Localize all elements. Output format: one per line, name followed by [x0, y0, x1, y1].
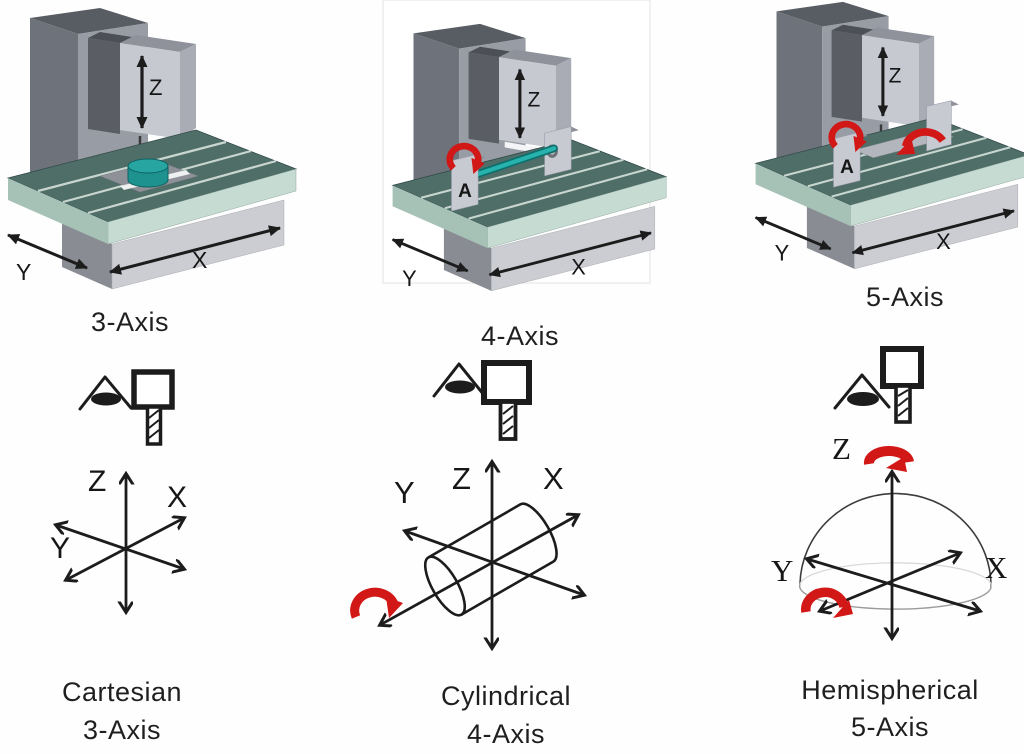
z-axis-label: Z — [528, 89, 541, 112]
c-axis-rotation-arrow — [863, 445, 914, 472]
x-axis-label: X — [167, 481, 187, 514]
tool-icon — [481, 360, 532, 441]
machine-4-axis-caption: 4-Axis — [480, 321, 559, 351]
machine-3-axis-illustration: Z X Y — [6, 8, 298, 290]
z-axis-arrow: Z — [877, 46, 902, 117]
machine-5-axis-caption: 5-Axis — [865, 282, 944, 312]
z-axis-label: Z — [889, 65, 902, 88]
y-axis-line — [405, 531, 584, 595]
eye-icon — [78, 375, 133, 411]
z-axis-label: Z — [832, 431, 851, 466]
machine-4-axis-illustration: A Z X Y — [382, 0, 668, 292]
z-axis-arrow: Z — [136, 55, 162, 129]
rotary-axis-assembly: A — [446, 126, 579, 212]
y-axis-arrow: Y — [7, 233, 88, 285]
cylindrical-name-caption: Cylindrical — [440, 681, 572, 711]
spindle-head — [468, 46, 572, 154]
a-axis-label: A — [458, 181, 472, 202]
x-axis-label: X — [571, 255, 586, 280]
z-axis-label: Z — [88, 465, 106, 498]
cylindrical-coordinate-diagram: Z X Y — [350, 360, 605, 667]
b-axis-rotation-arrow — [896, 128, 946, 155]
x-axis-label: X — [936, 229, 951, 254]
x-axis-label: X — [985, 550, 1007, 585]
hemispherical-name-caption: Hemispherical — [801, 675, 979, 705]
x-axis-arrow: X — [488, 230, 652, 280]
cylindrical-axis-count-caption: 4-Axis — [466, 719, 545, 749]
a-axis-rotation-arrow — [801, 587, 853, 618]
x-axis-label: X — [192, 247, 207, 273]
eye-icon — [833, 373, 891, 410]
x-axis-arrow: X — [851, 208, 1015, 256]
trunnion-assembly: A — [828, 100, 959, 188]
y-axis-label: Y — [771, 553, 793, 588]
z-axis-label: Z — [452, 461, 471, 496]
y-axis-label: Y — [16, 259, 31, 285]
y-axis-label: Y — [402, 266, 417, 291]
y-axis-line — [56, 525, 184, 569]
z-axis-label: Z — [149, 75, 162, 100]
machine-5-axis-illustration: A Z X Y — [754, 1, 1024, 270]
x-axis-arrow: X — [109, 225, 281, 275]
a-axis-label: A — [840, 157, 854, 178]
z-axis-arrow: Z — [514, 68, 541, 139]
y-axis-arrow: Y — [754, 216, 832, 265]
tool-icon — [131, 369, 175, 446]
hemispherical-coordinate-diagram: Z Y X — [771, 346, 1007, 652]
cartesian-coordinate-diagram: Z X Y — [50, 369, 245, 640]
xyz-axes: Z X Y — [380, 461, 584, 648]
y-axis-arrow: Y — [391, 238, 469, 291]
hemispherical-axis-count-caption: 5-Axis — [850, 712, 929, 742]
cartesian-axis-count-caption: 3-Axis — [82, 715, 161, 745]
eye-icon — [432, 362, 486, 398]
spindle-head — [831, 24, 935, 141]
xyz-axes: Z X Y — [50, 465, 187, 612]
tool-icon — [880, 346, 924, 424]
x-axis-label: X — [543, 461, 564, 496]
a-axis-rotation-arrow — [350, 587, 403, 619]
workpiece — [99, 158, 199, 193]
y-axis-label: Y — [50, 532, 70, 565]
machine-3-axis-caption: 3-Axis — [90, 307, 169, 337]
a-axis-rotation-arrow — [828, 120, 867, 152]
y-axis-label: Y — [394, 475, 415, 510]
a-axis-rotation-arrow — [446, 142, 485, 174]
y-axis-label: Y — [775, 240, 790, 265]
cartesian-name-caption: Cartesian — [61, 677, 183, 707]
